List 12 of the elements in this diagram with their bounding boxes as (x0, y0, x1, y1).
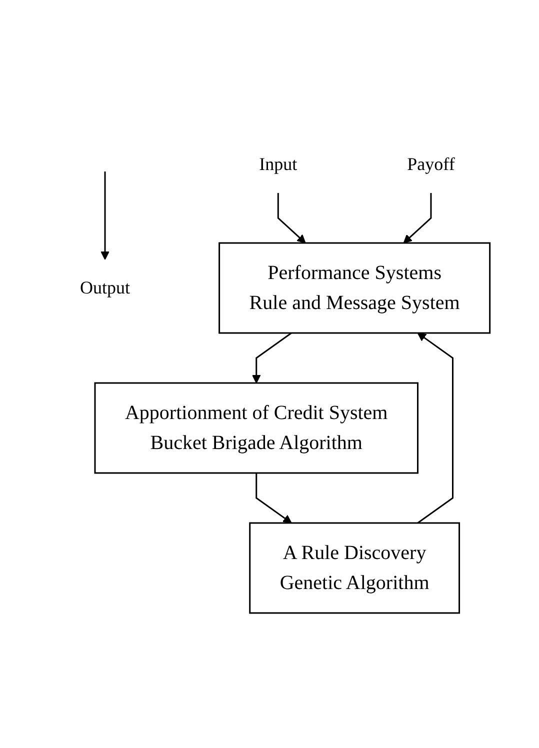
node-text: Input (258, 154, 297, 174)
node-text: Output (80, 277, 130, 297)
arrow (276, 192, 306, 243)
arrow (402, 192, 432, 243)
arrow (255, 472, 292, 523)
node-text: Payoff (406, 154, 454, 174)
arrow (100, 171, 109, 260)
arrow (252, 332, 292, 383)
node-box: Apportionment of Credit System Bucket Brigade Algorithm (94, 382, 418, 474)
node-box: A Rule Discovery Genetic Algorithm (248, 522, 460, 614)
arrow (416, 332, 454, 524)
node-box: Performance Systems Rule and Message System (218, 242, 490, 334)
